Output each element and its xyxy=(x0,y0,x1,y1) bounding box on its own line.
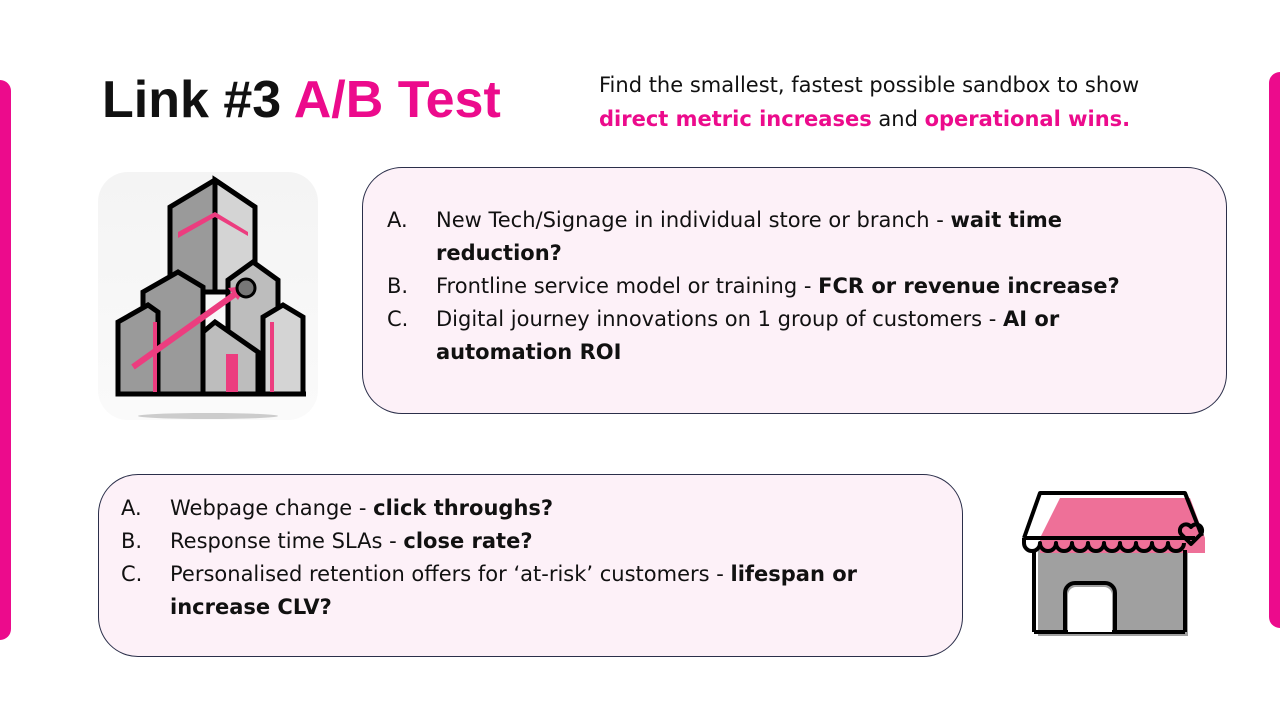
item-letter: A. xyxy=(121,496,142,520)
ideas-list-1: A. New Tech/Signage in individual store o… xyxy=(383,204,1186,369)
list-item: B. Response time SLAs - close rate? xyxy=(117,525,922,558)
left-accent-bar xyxy=(0,80,11,640)
item-text: Frontline service model or training - xyxy=(436,274,819,298)
item-text: Digital journey innovations on 1 group o… xyxy=(436,307,1004,331)
item-metric: AI or automation ROI xyxy=(436,307,1060,364)
ideas-list-2: A. Webpage change - click throughs? B. Res… xyxy=(117,492,922,624)
storefront-heart-icon xyxy=(1022,491,1205,636)
item-text: Personalised retention offers for ‘at-ri… xyxy=(170,562,731,586)
list-item: A. Webpage change - click throughs? xyxy=(117,492,922,525)
page-title: Link #3 A/B Test xyxy=(102,70,501,130)
item-letter: B. xyxy=(387,274,409,298)
right-accent-bar xyxy=(1269,72,1280,628)
item-letter: C. xyxy=(387,307,409,331)
city-buildings-growth-icon xyxy=(98,172,318,420)
subtitle: Find the smallest, fastest possible sand… xyxy=(599,68,1239,136)
item-text: New Tech/Signage in individual store or … xyxy=(436,208,951,232)
item-metric: lifespan or increase CLV? xyxy=(170,562,858,619)
list-item: C. Personalised retention offers for ‘at-… xyxy=(117,558,922,624)
sandbox-ideas-box-2: A. Webpage change - click throughs? B. Res… xyxy=(98,474,963,657)
subtitle-emphasis-1: direct metric increases xyxy=(599,107,872,131)
sandbox-ideas-box-1: A. New Tech/Signage in individual store o… xyxy=(362,167,1227,414)
subtitle-mid: and xyxy=(871,107,925,131)
list-item: C. Digital journey innovations on 1 group… xyxy=(383,303,1186,369)
item-letter: B. xyxy=(121,529,143,553)
item-text: Webpage change - xyxy=(170,496,374,520)
subtitle-line1: Find the smallest, fastest possible sand… xyxy=(599,73,1140,97)
list-item: A. New Tech/Signage in individual store o… xyxy=(383,204,1186,270)
title-prefix: Link #3 xyxy=(102,71,294,129)
item-metric: wait time reduction? xyxy=(436,208,1062,265)
subtitle-emphasis-2: operational wins. xyxy=(924,107,1131,131)
title-highlight: A/B Test xyxy=(293,71,501,129)
item-letter: C. xyxy=(121,562,143,586)
item-metric: FCR or revenue increase? xyxy=(818,274,1120,298)
item-metric: close rate? xyxy=(403,529,533,553)
item-metric: click throughs? xyxy=(373,496,554,520)
item-text: Response time SLAs - xyxy=(170,529,404,553)
item-letter: A. xyxy=(387,208,408,232)
list-item: B.Frontline service model or training - … xyxy=(383,270,1186,303)
